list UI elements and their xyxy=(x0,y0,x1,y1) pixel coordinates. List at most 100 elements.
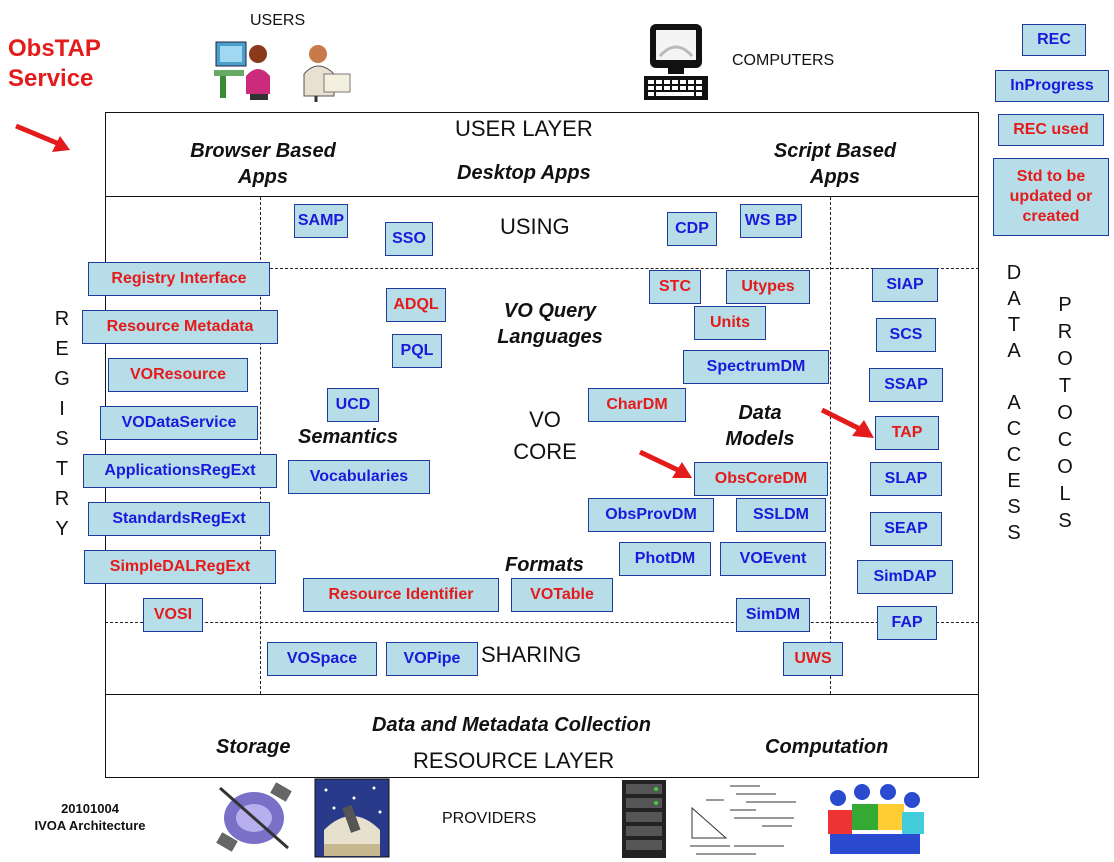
std-ssap: SSAP xyxy=(869,368,943,402)
browser-apps-text: Browser Based Apps xyxy=(190,140,336,188)
protocols-letter: O xyxy=(1057,402,1073,424)
registry-letter: R xyxy=(54,308,70,330)
main-frame xyxy=(105,112,979,778)
arrow-icon xyxy=(638,449,692,478)
std-votable: VOTable xyxy=(511,578,613,612)
data-access-letter: T xyxy=(1007,314,1021,336)
std-obsprovdm: ObsProvDM xyxy=(588,498,714,532)
script-apps-text: Script Based Apps xyxy=(773,140,897,188)
std-vodataservice: VODataService xyxy=(100,406,258,440)
satellite-icon xyxy=(216,782,292,852)
user-layer-title: USER LAYER xyxy=(455,116,593,141)
std-simdap: SimDAP xyxy=(857,560,953,594)
legend-inprogress: InProgress xyxy=(995,70,1109,102)
protocols-letter: C xyxy=(1057,429,1073,451)
user-reading-icon xyxy=(303,45,351,102)
formats-label: Formats xyxy=(505,554,584,576)
arch-text: IVOA Architecture xyxy=(34,818,146,833)
protocols-letter: L xyxy=(1059,483,1071,505)
registry-letter: G xyxy=(54,368,70,390)
std-seap: SEAP xyxy=(870,512,942,546)
vo-core-label: VO CORE xyxy=(505,404,585,468)
registry-letter: R xyxy=(54,488,70,510)
std-voevent: VOEvent xyxy=(720,542,826,576)
std-standardsregext: StandardsRegExt xyxy=(88,502,270,536)
computer-icon xyxy=(644,24,708,100)
dashed-bottom-horizontal xyxy=(105,622,979,623)
obstap-line1: ObsTAP xyxy=(8,35,101,62)
data-access-letter: C xyxy=(1006,418,1022,440)
resource-layer-title: RESOURCE LAYER xyxy=(413,748,615,773)
data-access-letter: C xyxy=(1006,444,1022,466)
data-access-letter: S xyxy=(1007,496,1021,518)
std-samp: SAMP xyxy=(294,204,348,238)
data-models-text: Data Models xyxy=(725,402,795,450)
server-icon xyxy=(622,780,666,858)
data-access-letter: A xyxy=(1007,392,1021,414)
std-sso: SSO xyxy=(385,222,433,256)
semantics-label: Semantics xyxy=(298,426,399,448)
computation-label: Computation xyxy=(765,736,889,758)
protocols-letter: P xyxy=(1058,294,1072,316)
dashed-right-vertical xyxy=(830,197,831,694)
std-stc: STC xyxy=(649,270,701,304)
legend-std-update: Std to be updated or created xyxy=(993,158,1109,236)
data-access-letter: A xyxy=(1007,340,1021,362)
std-tap: TAP xyxy=(875,416,939,450)
using-label: USING xyxy=(500,214,570,239)
registry-letter: I xyxy=(59,398,65,420)
dashed-top-horizontal xyxy=(260,268,979,269)
std-photdm: PhotDM xyxy=(619,542,711,576)
std-registry-interface: Registry Interface xyxy=(88,262,270,296)
std-vospace: VOSpace xyxy=(267,642,377,676)
std-resource-identifier: Resource Identifier xyxy=(303,578,499,612)
data-access-label: D A T A A C C E S S xyxy=(1004,260,1024,546)
std-vocabularies: Vocabularies xyxy=(288,460,430,494)
desktop-apps-label: Desktop Apps xyxy=(457,162,591,184)
data-access-letter: D xyxy=(1006,262,1022,284)
data-models-label: Data Models xyxy=(720,400,800,452)
users-label: USERS xyxy=(250,12,306,29)
std-wsbp: WS BP xyxy=(740,204,802,238)
protocols-letter: R xyxy=(1057,321,1073,343)
protocols-letter: O xyxy=(1057,348,1073,370)
data-access-letter: E xyxy=(1007,470,1021,492)
observatory-icon xyxy=(314,778,390,858)
std-obscoredm: ObsCoreDM xyxy=(694,462,828,496)
puzzle-people-icon xyxy=(828,784,924,854)
providers-label: PROVIDERS xyxy=(442,810,537,827)
std-resource-metadata: Resource Metadata xyxy=(82,310,278,344)
std-siap: SIAP xyxy=(872,268,938,302)
std-ucd: UCD xyxy=(327,388,379,422)
std-adql: ADQL xyxy=(386,288,446,322)
protocols-letter: O xyxy=(1057,456,1073,478)
registry-letter: S xyxy=(55,428,69,450)
data-access-letter: S xyxy=(1007,522,1021,544)
math-formulas-icon xyxy=(686,778,808,860)
arrow-icon xyxy=(820,407,874,438)
registry-letter: T xyxy=(55,458,69,480)
user-at-computer-icon xyxy=(214,41,270,100)
data-access-letter: A xyxy=(1007,288,1021,310)
storage-label: Storage xyxy=(216,736,291,758)
protocols-letter: T xyxy=(1058,375,1072,397)
data-metadata-label: Data and Metadata Collection xyxy=(372,714,651,736)
protocols-letter: S xyxy=(1058,510,1072,532)
std-slap: SLAP xyxy=(870,462,942,496)
browser-apps-label: Browser Based Apps xyxy=(168,138,358,190)
vo-query-text: VO Query Languages xyxy=(497,300,603,348)
std-fap: FAP xyxy=(877,606,937,640)
std-vopipe: VOPipe xyxy=(386,642,478,676)
legend-rec-used: REC used xyxy=(998,114,1104,146)
legend-rec: REC xyxy=(1022,24,1086,56)
computers-label: COMPUTERS xyxy=(732,52,835,69)
vo-core-text: VO CORE xyxy=(513,407,577,464)
registry-letter: Y xyxy=(55,518,69,540)
arrow-icon xyxy=(15,123,70,152)
std-scs: SCS xyxy=(876,318,936,352)
script-apps-label: Script Based Apps xyxy=(750,138,920,190)
std-chardm: CharDM xyxy=(588,388,686,422)
std-spectrumdm: SpectrumDM xyxy=(683,350,829,384)
std-utypes: Utypes xyxy=(726,270,810,304)
std-ssldm: SSLDM xyxy=(736,498,826,532)
